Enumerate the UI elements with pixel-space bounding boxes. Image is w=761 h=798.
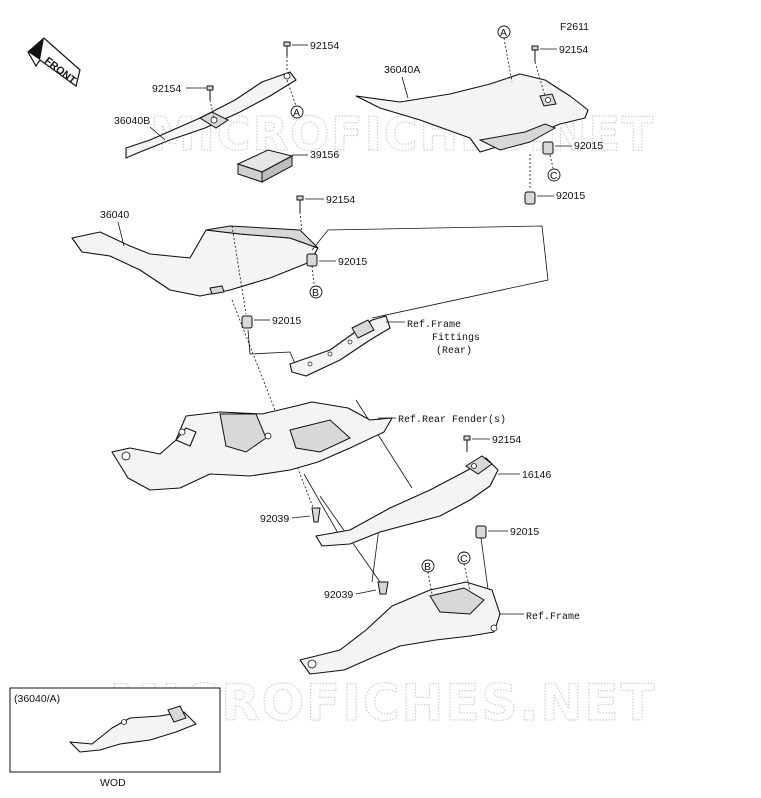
clip-icon <box>311 507 389 595</box>
marker-b-bottom-text: B <box>424 561 431 573</box>
grommet-icon <box>306 253 318 267</box>
screw-icon <box>531 45 539 62</box>
label-92015-e: 92015 <box>510 526 539 538</box>
ref-frame-lower: Ref.Frame <box>526 611 580 623</box>
ref-rear-fender: Ref.Rear Fender(s) <box>398 414 506 426</box>
marker-c-bottom-text: C <box>460 553 468 565</box>
part-ref-frame-lower <box>299 581 501 675</box>
ref-frame-fittings-line2: Fittings <box>432 332 480 344</box>
figure-code: F2611 <box>560 21 589 33</box>
part-rear-fender <box>111 401 393 491</box>
grommet-icon <box>241 315 253 329</box>
marker-c-top-text: C <box>550 170 558 182</box>
part-39156 <box>236 149 294 183</box>
label-92015-c: 92015 <box>338 256 367 268</box>
label-92015-d: 92015 <box>272 315 301 327</box>
marker-a-left <box>290 105 304 119</box>
front-arrow-icon: FRONT <box>27 37 81 88</box>
inset-caption: WOD <box>100 777 126 789</box>
part-frame-fittings <box>289 315 391 377</box>
part-36040 <box>71 225 319 297</box>
label-92154-a: 92154 <box>310 40 339 52</box>
grommet-icon <box>524 191 536 205</box>
screw-icon <box>296 195 304 212</box>
label-16146: 16146 <box>522 469 551 481</box>
label-92154-b: 92154 <box>152 83 181 95</box>
ref-frame-fittings-line3: (Rear) <box>436 345 472 357</box>
label-36040B: 36040B <box>114 115 150 127</box>
inset-title: (36040/A) <box>14 693 60 705</box>
grommet-icon <box>475 525 487 539</box>
label-36040A: 36040A <box>384 64 420 76</box>
part-16146 <box>315 455 499 547</box>
part-36040A <box>355 73 589 153</box>
label-92015-a: 92015 <box>574 140 603 152</box>
screw-icon <box>206 41 291 100</box>
marker-b-mid-text: B <box>312 287 319 299</box>
part-36040B <box>125 71 297 159</box>
grommet-icon <box>542 141 554 155</box>
label-92039-a: 92039 <box>260 513 289 525</box>
marker-c-top <box>547 168 561 182</box>
screw-icon <box>463 435 471 452</box>
label-92154-c: 92154 <box>559 44 588 56</box>
label-92154-e: 92154 <box>492 434 521 446</box>
label-36040: 36040 <box>100 209 129 221</box>
marker-b-mid <box>309 285 323 299</box>
label-39156: 39156 <box>310 149 339 161</box>
label-92015-b: 92015 <box>556 190 585 202</box>
inset-variant-box <box>9 687 221 773</box>
ref-frame-fittings-line1: Ref.Frame <box>407 319 461 331</box>
marker-a-left-text: A <box>293 107 300 119</box>
label-92154-d: 92154 <box>326 194 355 206</box>
label-92039-b: 92039 <box>324 589 353 601</box>
marker-a-top-text: A <box>500 27 507 39</box>
